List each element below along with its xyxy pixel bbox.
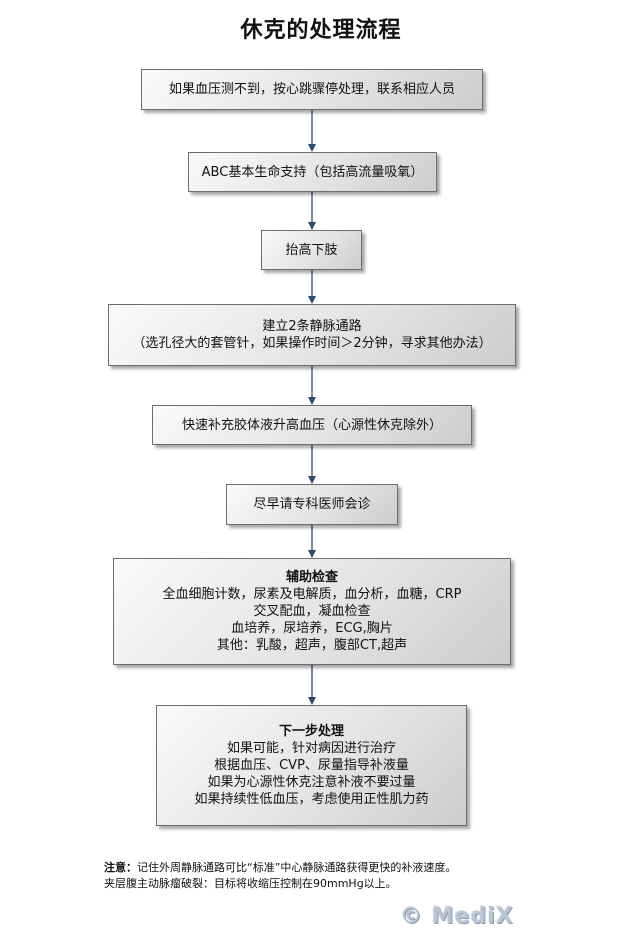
step-text: 全血细胞计数，尿素及电解质，血分析，血糖，CRP (162, 587, 462, 602)
step-text: 如果持续性低血压，考虑使用正性肌力药 (194, 792, 429, 807)
step-text: 交叉配血，凝血检查 (253, 604, 371, 619)
step-colloid-fluids: 快速补充胶体液升高血压（心源性休克除外） (152, 405, 472, 445)
step-text: 其他：乳酸，超声，腹部CT,超声 (216, 638, 408, 653)
step-text: 如果可能，针对病因进行治疗 (226, 741, 396, 756)
step-text: 根据血压、CVP、尿量指导补液量 (214, 758, 409, 773)
step-iv-access: 建立2条静脉通路 （选孔径大的套管针，如果操作时间＞2分钟，寻求其他办法） (108, 304, 516, 366)
step-text: ABC基本生命支持（包括高流量吸氧） (201, 164, 424, 180)
step-text: 快速补充胶体液升高血压（心源性休克除外） (181, 417, 442, 433)
step-text: 如果血压测不到，按心跳骤停处理，联系相应人员 (168, 82, 455, 97)
step-text: （选孔径大的套管针，如果操作时间＞2分钟，寻求其他办法） (132, 336, 492, 351)
footnote: 注意：记住外周静脉通路可比“标准”中心静脉通路获得更快的补液速度。 夹层腹主动脉… (104, 860, 624, 892)
footnote-text-1: 记住外周静脉通路可比“标准”中心静脉通路获得更快的补液速度。 (137, 861, 457, 874)
footnote-line-1: 注意：记住外周静脉通路可比“标准”中心静脉通路获得更快的补液速度。 (104, 860, 624, 876)
medix-watermark: © MediX (400, 904, 514, 929)
page-title: 休克的处理流程 (240, 18, 402, 43)
step-text: 抬高下肢 (285, 242, 338, 258)
footnote-label: 注意： (104, 861, 137, 874)
step-raise-legs: 抬高下肢 (261, 230, 362, 270)
step-cardiac-arrest: 如果血压测不到，按心跳骤停处理，联系相应人员 (141, 69, 483, 110)
step-abc-support: ABC基本生命支持（包括高流量吸氧） (188, 152, 437, 192)
step-text: 尽早请专科医师会诊 (253, 497, 371, 512)
step-heading: 下一步处理 (278, 724, 344, 739)
footnote-text-2: 夹层腹主动脉瘤破裂：目标将收缩压控制在90mmHg以上。 (104, 877, 397, 890)
step-text: 建立2条静脉通路 (262, 319, 362, 334)
step-text: 血培养，尿培养，ECG,胸片 (231, 621, 393, 636)
step-auxiliary-exams: 辅助检查 全血细胞计数，尿素及电解质，血分析，血糖，CRP 交叉配血，凝血检查 … (113, 558, 511, 665)
step-specialist-consult: 尽早请专科医师会诊 (226, 484, 398, 525)
step-next-management: 下一步处理 如果可能，针对病因进行治疗 根据血压、CVP、尿量指导补液量 如果为… (156, 705, 467, 826)
step-heading: 辅助检查 (285, 570, 338, 585)
step-text: 如果为心源性休克注意补液不要过量 (207, 775, 416, 790)
